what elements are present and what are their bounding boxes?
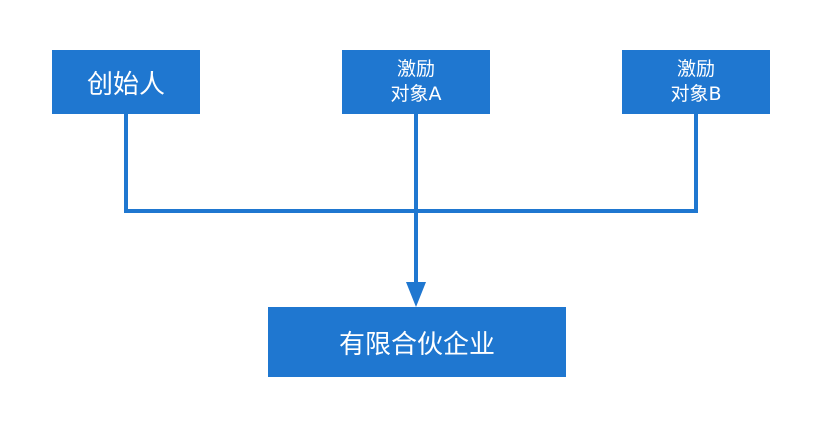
incentive-b-line1: 激励 (676, 58, 715, 80)
incentive-b-line2: 对象B (670, 83, 722, 105)
founder-box: 创始人 (52, 50, 200, 114)
limited-partnership-label: 有限合伙企业 (338, 329, 495, 360)
founder-label: 创始人 (86, 69, 165, 100)
incentive-a-line2: 对象A (390, 83, 442, 105)
incentive-a-line1: 激励 (396, 58, 435, 80)
incentive-target-a-box: 激励 对象A (342, 50, 490, 114)
limited-partnership-box: 有限合伙企业 (268, 307, 566, 377)
incentive-target-b-box: 激励 对象B (622, 50, 770, 114)
arrowhead-icon (406, 282, 426, 307)
